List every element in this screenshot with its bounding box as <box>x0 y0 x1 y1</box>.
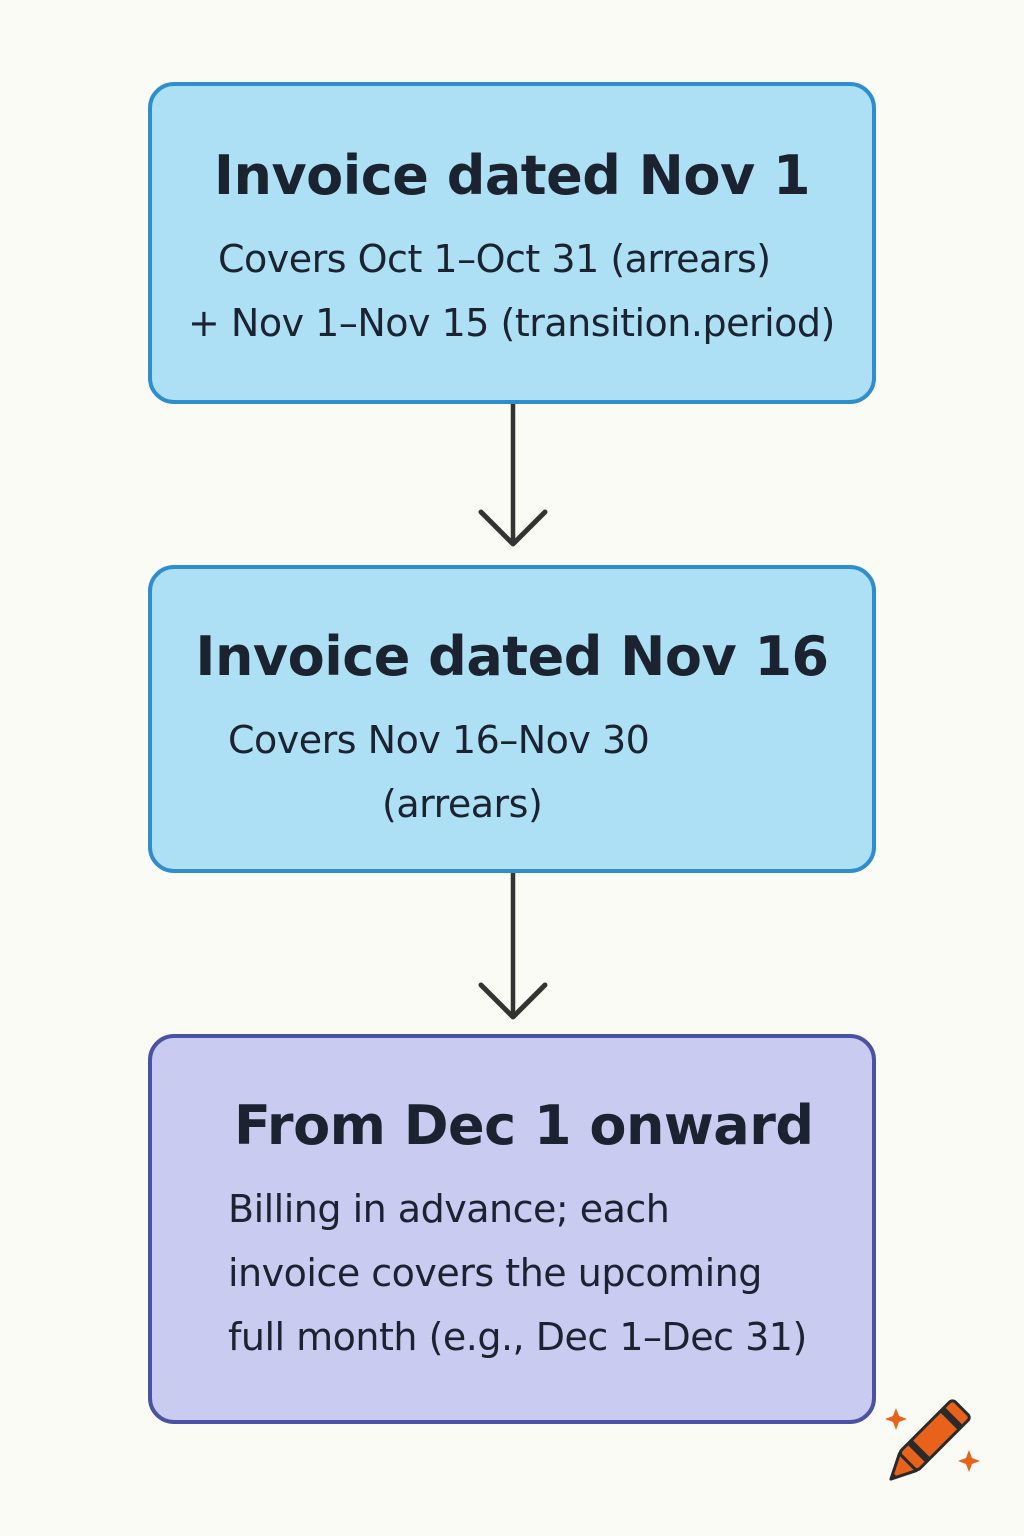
step-box-nov-16: Invoice dated Nov 16 Covers Nov 16–Nov 3… <box>148 565 876 873</box>
step-description-line: Covers Oct 1–Oct 31 (arrears) <box>218 237 771 281</box>
arrow-down-icon <box>478 873 548 1020</box>
step-description-line: (arrears) <box>382 782 543 826</box>
step-description-line: invoice covers the upcoming <box>228 1251 762 1295</box>
step-description-line: + Nov 1–Nov 15 (transition.period) <box>188 301 835 345</box>
step-description-line: full month (e.g., Dec 1–Dec 31) <box>228 1315 807 1359</box>
step-title: Invoice dated Nov 1 <box>213 144 811 207</box>
step-box-dec-1-onward: From Dec 1 onward Billing in advance; ea… <box>148 1034 876 1424</box>
step-box-nov-1: Invoice dated Nov 1 Covers Oct 1–Oct 31 … <box>148 82 876 404</box>
arrow-down-icon <box>478 404 548 547</box>
step-description-line: Covers Nov 16–Nov 30 <box>228 718 650 762</box>
step-title: From Dec 1 onward <box>234 1094 814 1157</box>
crayon-icon <box>885 1399 980 1481</box>
step-title: Invoice dated Nov 16 <box>195 625 829 688</box>
step-description-line: Billing in advance; each <box>228 1187 670 1231</box>
